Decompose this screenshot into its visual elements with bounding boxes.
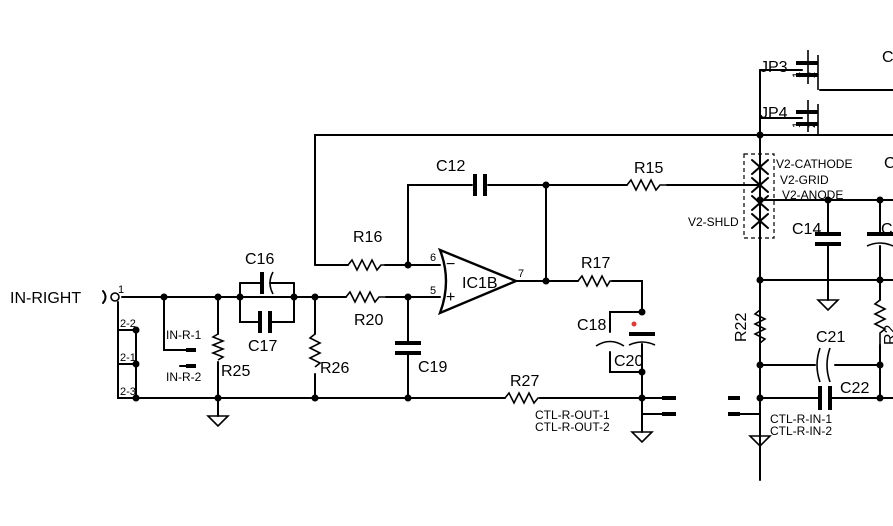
svg-text:C20: C20	[614, 353, 643, 370]
ctl-r-out-2: CTL-R-OUT-2	[535, 420, 610, 434]
svg-text:R2: R2	[882, 324, 893, 345]
junction-dots	[132, 131, 884, 402]
resistor-r25: R25	[210, 333, 250, 380]
svg-text:C16: C16	[245, 251, 274, 268]
tube-cathode: V2-CATHODE	[776, 157, 852, 171]
svg-text:R25: R25	[221, 363, 250, 380]
input-label: IN-RIGHT	[10, 290, 81, 307]
svg-text:C: C	[884, 155, 893, 172]
polarity-marker	[631, 321, 637, 327]
capacitor-c14: C14	[792, 221, 841, 246]
svg-text:R22: R22	[733, 313, 750, 342]
resistor-r22: R22	[733, 309, 767, 344]
capacitor-c22: C22	[818, 380, 869, 410]
svg-text:2: 2	[806, 72, 818, 78]
tube-socket-v2: V2-CATHODE V2-GRID V2-ANODE V2-SHLD	[688, 153, 852, 239]
svg-text:C: C	[881, 221, 893, 238]
svg-text:R17: R17	[581, 255, 610, 272]
resistor-right-clipped: R2	[873, 299, 893, 345]
svg-text:C18: C18	[577, 317, 606, 334]
connector-pin-2-2: 2-2	[120, 318, 136, 330]
svg-text:C14: C14	[792, 221, 821, 238]
svg-text:1: 1	[791, 122, 803, 128]
capacitor-c17: C17	[248, 311, 277, 355]
jumper-jp4: JP4 1 2	[760, 100, 819, 135]
ground-symbols	[206, 299, 840, 448]
svg-text:+: +	[446, 289, 455, 306]
jumper-jp3: JP3 1 2	[760, 50, 819, 90]
tube-grid: V2-GRID	[780, 173, 829, 187]
svg-text:C22: C22	[840, 380, 869, 397]
capacitor-c20: C20	[595, 340, 643, 370]
capacitor-c18: C18	[577, 317, 656, 346]
svg-text:R16: R16	[353, 229, 382, 246]
resistor-r20: R20	[345, 290, 386, 329]
tube-shld: V2-SHLD	[688, 215, 739, 229]
svg-text:R20: R20	[354, 312, 383, 329]
input-connector: IN-RIGHT 1 2-2 2-1 2-3	[10, 284, 136, 398]
input-jumpers: IN-R-1 IN-R-2	[166, 328, 202, 384]
clipped-labels: C C	[882, 49, 893, 172]
ctl-r-out-1: CTL-R-OUT-1	[535, 408, 610, 422]
svg-text:IC1B: IC1B	[462, 275, 498, 292]
connector-pin-2-1: 2-1	[120, 352, 136, 364]
svg-text:5: 5	[430, 285, 436, 297]
svg-text:−: −	[446, 256, 455, 273]
svg-text:6: 6	[430, 252, 436, 264]
resistor-r27: R27	[504, 373, 540, 405]
capacitor-c21: C21	[816, 329, 845, 383]
tube-anode: V2-ANODE	[782, 188, 843, 202]
svg-text:C12: C12	[436, 158, 465, 175]
jumper-in-r-1: IN-R-1	[166, 328, 202, 342]
capacitor-c12: C12	[436, 158, 487, 196]
svg-text:2: 2	[806, 122, 818, 128]
capacitor-c19: C19	[395, 341, 447, 376]
svg-text:R26: R26	[320, 360, 349, 377]
opamp-ic1b: IC1B 6 5 7 − +	[430, 247, 524, 316]
connector-pin-2-3: 2-3	[120, 386, 136, 398]
resistor-r26: R26	[308, 333, 349, 377]
capacitor-c16: C16	[245, 251, 277, 295]
resistor-r15: R15	[626, 160, 667, 192]
resistor-r17: R17	[577, 255, 612, 288]
svg-text:JP3: JP3	[760, 59, 788, 76]
svg-text:C: C	[882, 49, 893, 66]
svg-text:C21: C21	[816, 329, 845, 346]
svg-text:JP4: JP4	[760, 105, 788, 122]
resistor-r16: R16	[347, 229, 385, 272]
svg-text:7: 7	[518, 268, 524, 280]
jumper-in-r-2: IN-R-2	[166, 370, 202, 384]
svg-text:1: 1	[791, 72, 803, 78]
capacitor-right-clipped: C	[866, 221, 893, 247]
svg-text:C19: C19	[418, 359, 447, 376]
ctl-r-in-1: CTL-R-IN-1	[770, 412, 832, 426]
ctl-pads: CTL-R-OUT-1 CTL-R-OUT-2 CTL-R-IN-1 CTL-R…	[535, 396, 832, 438]
svg-text:R15: R15	[634, 160, 663, 177]
svg-text:C17: C17	[248, 338, 277, 355]
ctl-r-in-2: CTL-R-IN-2	[770, 424, 832, 438]
input-pin-1: 1	[118, 284, 124, 296]
svg-text:R27: R27	[510, 373, 539, 390]
